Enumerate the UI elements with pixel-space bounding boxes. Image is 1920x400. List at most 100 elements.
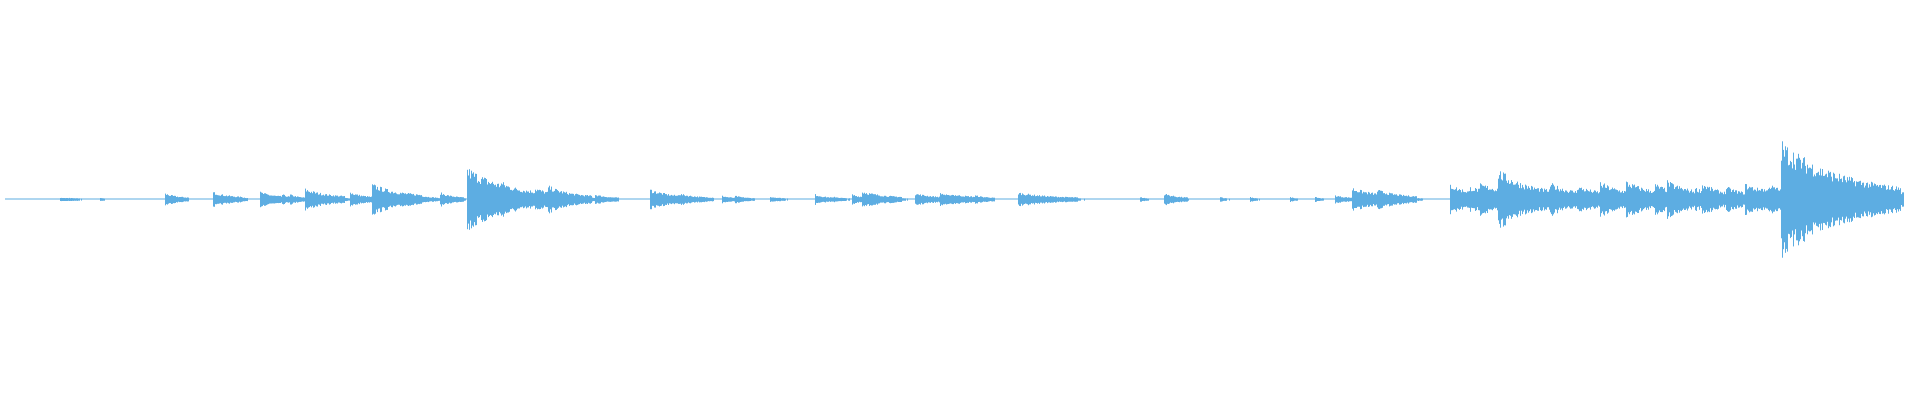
- waveform-bar: [186, 197, 187, 202]
- waveform-bar: [992, 197, 993, 202]
- waveform-bar: [417, 194, 418, 205]
- waveform-bar: [993, 197, 994, 202]
- waveform-bar: [1396, 194, 1397, 205]
- waveform-bar: [1896, 186, 1897, 213]
- waveform-bar: [532, 192, 533, 207]
- waveform-bar: [275, 195, 276, 204]
- waveform-bar: [506, 185, 507, 214]
- waveform-bar: [1063, 197, 1064, 202]
- waveform-bar: [292, 195, 293, 204]
- waveform-bar: [1250, 197, 1251, 202]
- waveform-bar: [397, 194, 398, 205]
- waveform-bar: [422, 196, 423, 203]
- waveform-bar: [1372, 192, 1373, 207]
- waveform-bar: [1750, 187, 1751, 212]
- waveform-bar: [660, 192, 661, 206]
- waveform-bar: [1608, 186, 1609, 213]
- waveform-bar: [1538, 188, 1539, 211]
- waveform-bar: [603, 196, 604, 203]
- waveform-bar: [440, 194, 441, 205]
- waveform-bar: [1296, 198, 1297, 201]
- waveform-bar: [487, 184, 488, 215]
- waveform-bar: [1388, 195, 1389, 204]
- waveform-bar: [739, 196, 740, 203]
- waveform-bar: [523, 190, 524, 209]
- waveform-bar: [749, 197, 750, 202]
- waveform-bar: [1859, 181, 1860, 218]
- waveform-bar: [1569, 191, 1570, 208]
- waveform-bar: [955, 195, 956, 204]
- waveform-bar: [712, 197, 713, 202]
- waveform-bar: [1596, 192, 1597, 207]
- waveform-bar: [1421, 198, 1422, 201]
- waveform-bar: [1049, 196, 1050, 203]
- waveform-bar: [556, 189, 557, 210]
- waveform-bar: [286, 196, 287, 203]
- waveform-bar: [221, 194, 222, 205]
- waveform-bar: [691, 196, 692, 203]
- waveform-bar: [1575, 191, 1576, 208]
- waveform-bar: [1756, 191, 1757, 208]
- waveform-bar: [187, 197, 188, 202]
- waveform-bar: [607, 197, 608, 202]
- waveform-bar: [1172, 196, 1173, 203]
- waveform-bar: [820, 196, 821, 203]
- waveform-bar: [272, 195, 273, 204]
- waveform-bar: [214, 192, 215, 207]
- waveform-bar: [1341, 197, 1342, 202]
- waveform-bar: [1531, 185, 1532, 214]
- waveform-bar: [1453, 189, 1454, 210]
- waveform-bar: [486, 179, 487, 221]
- waveform-bar: [1888, 185, 1889, 214]
- waveform-bar: [337, 195, 338, 204]
- waveform-bar: [451, 195, 452, 204]
- waveform-bar: [699, 196, 700, 203]
- waveform-bar: [1709, 186, 1710, 213]
- waveform-bar: [353, 194, 354, 205]
- waveform-bar: [1598, 193, 1599, 206]
- waveform-bar: [474, 176, 475, 223]
- waveform-bar: [988, 197, 989, 202]
- waveform-bar: [1751, 187, 1752, 212]
- waveform-bar: [1837, 178, 1838, 221]
- waveform-bar: [452, 196, 453, 203]
- waveform-bar: [504, 185, 505, 214]
- waveform-bar: [1627, 182, 1628, 217]
- waveform-bar: [1290, 197, 1291, 202]
- waveform-bar: [1297, 198, 1298, 201]
- waveform-bar: [787, 198, 788, 201]
- waveform-bar: [78, 198, 79, 201]
- waveform-bar: [1761, 188, 1762, 210]
- waveform-bar: [480, 184, 481, 216]
- waveform-bar: [416, 194, 417, 205]
- waveform-bar: [553, 191, 554, 208]
- waveform-bar: [1868, 187, 1869, 212]
- waveform-bar: [1659, 188, 1660, 211]
- waveform-bar: [1722, 192, 1723, 207]
- waveform-bar: [1647, 191, 1648, 208]
- waveform-bar: [978, 197, 979, 202]
- waveform-bar: [174, 195, 175, 204]
- waveform-bar: [1141, 197, 1142, 202]
- waveform-bar: [1410, 196, 1411, 203]
- waveform-bar: [481, 178, 482, 220]
- waveform-bar: [566, 191, 567, 208]
- waveform-bar: [1614, 188, 1615, 211]
- waveform-bar: [1813, 176, 1814, 223]
- waveform-bar: [1400, 194, 1401, 205]
- waveform-bar: [1800, 159, 1801, 240]
- waveform-bar: [375, 185, 376, 214]
- waveform-bar: [303, 197, 304, 202]
- waveform-bar: [1685, 189, 1686, 210]
- waveform-bar: [826, 197, 827, 202]
- waveform-bar: [570, 193, 571, 206]
- waveform-bar: [1048, 196, 1049, 203]
- waveform-bar: [940, 193, 941, 206]
- waveform-bar: [240, 196, 241, 203]
- waveform-bar: [1621, 192, 1622, 207]
- waveform-bar: [932, 196, 933, 203]
- waveform-bar: [313, 191, 314, 208]
- waveform-bar: [316, 192, 317, 207]
- waveform-bar: [855, 196, 856, 203]
- waveform-bar: [968, 196, 969, 203]
